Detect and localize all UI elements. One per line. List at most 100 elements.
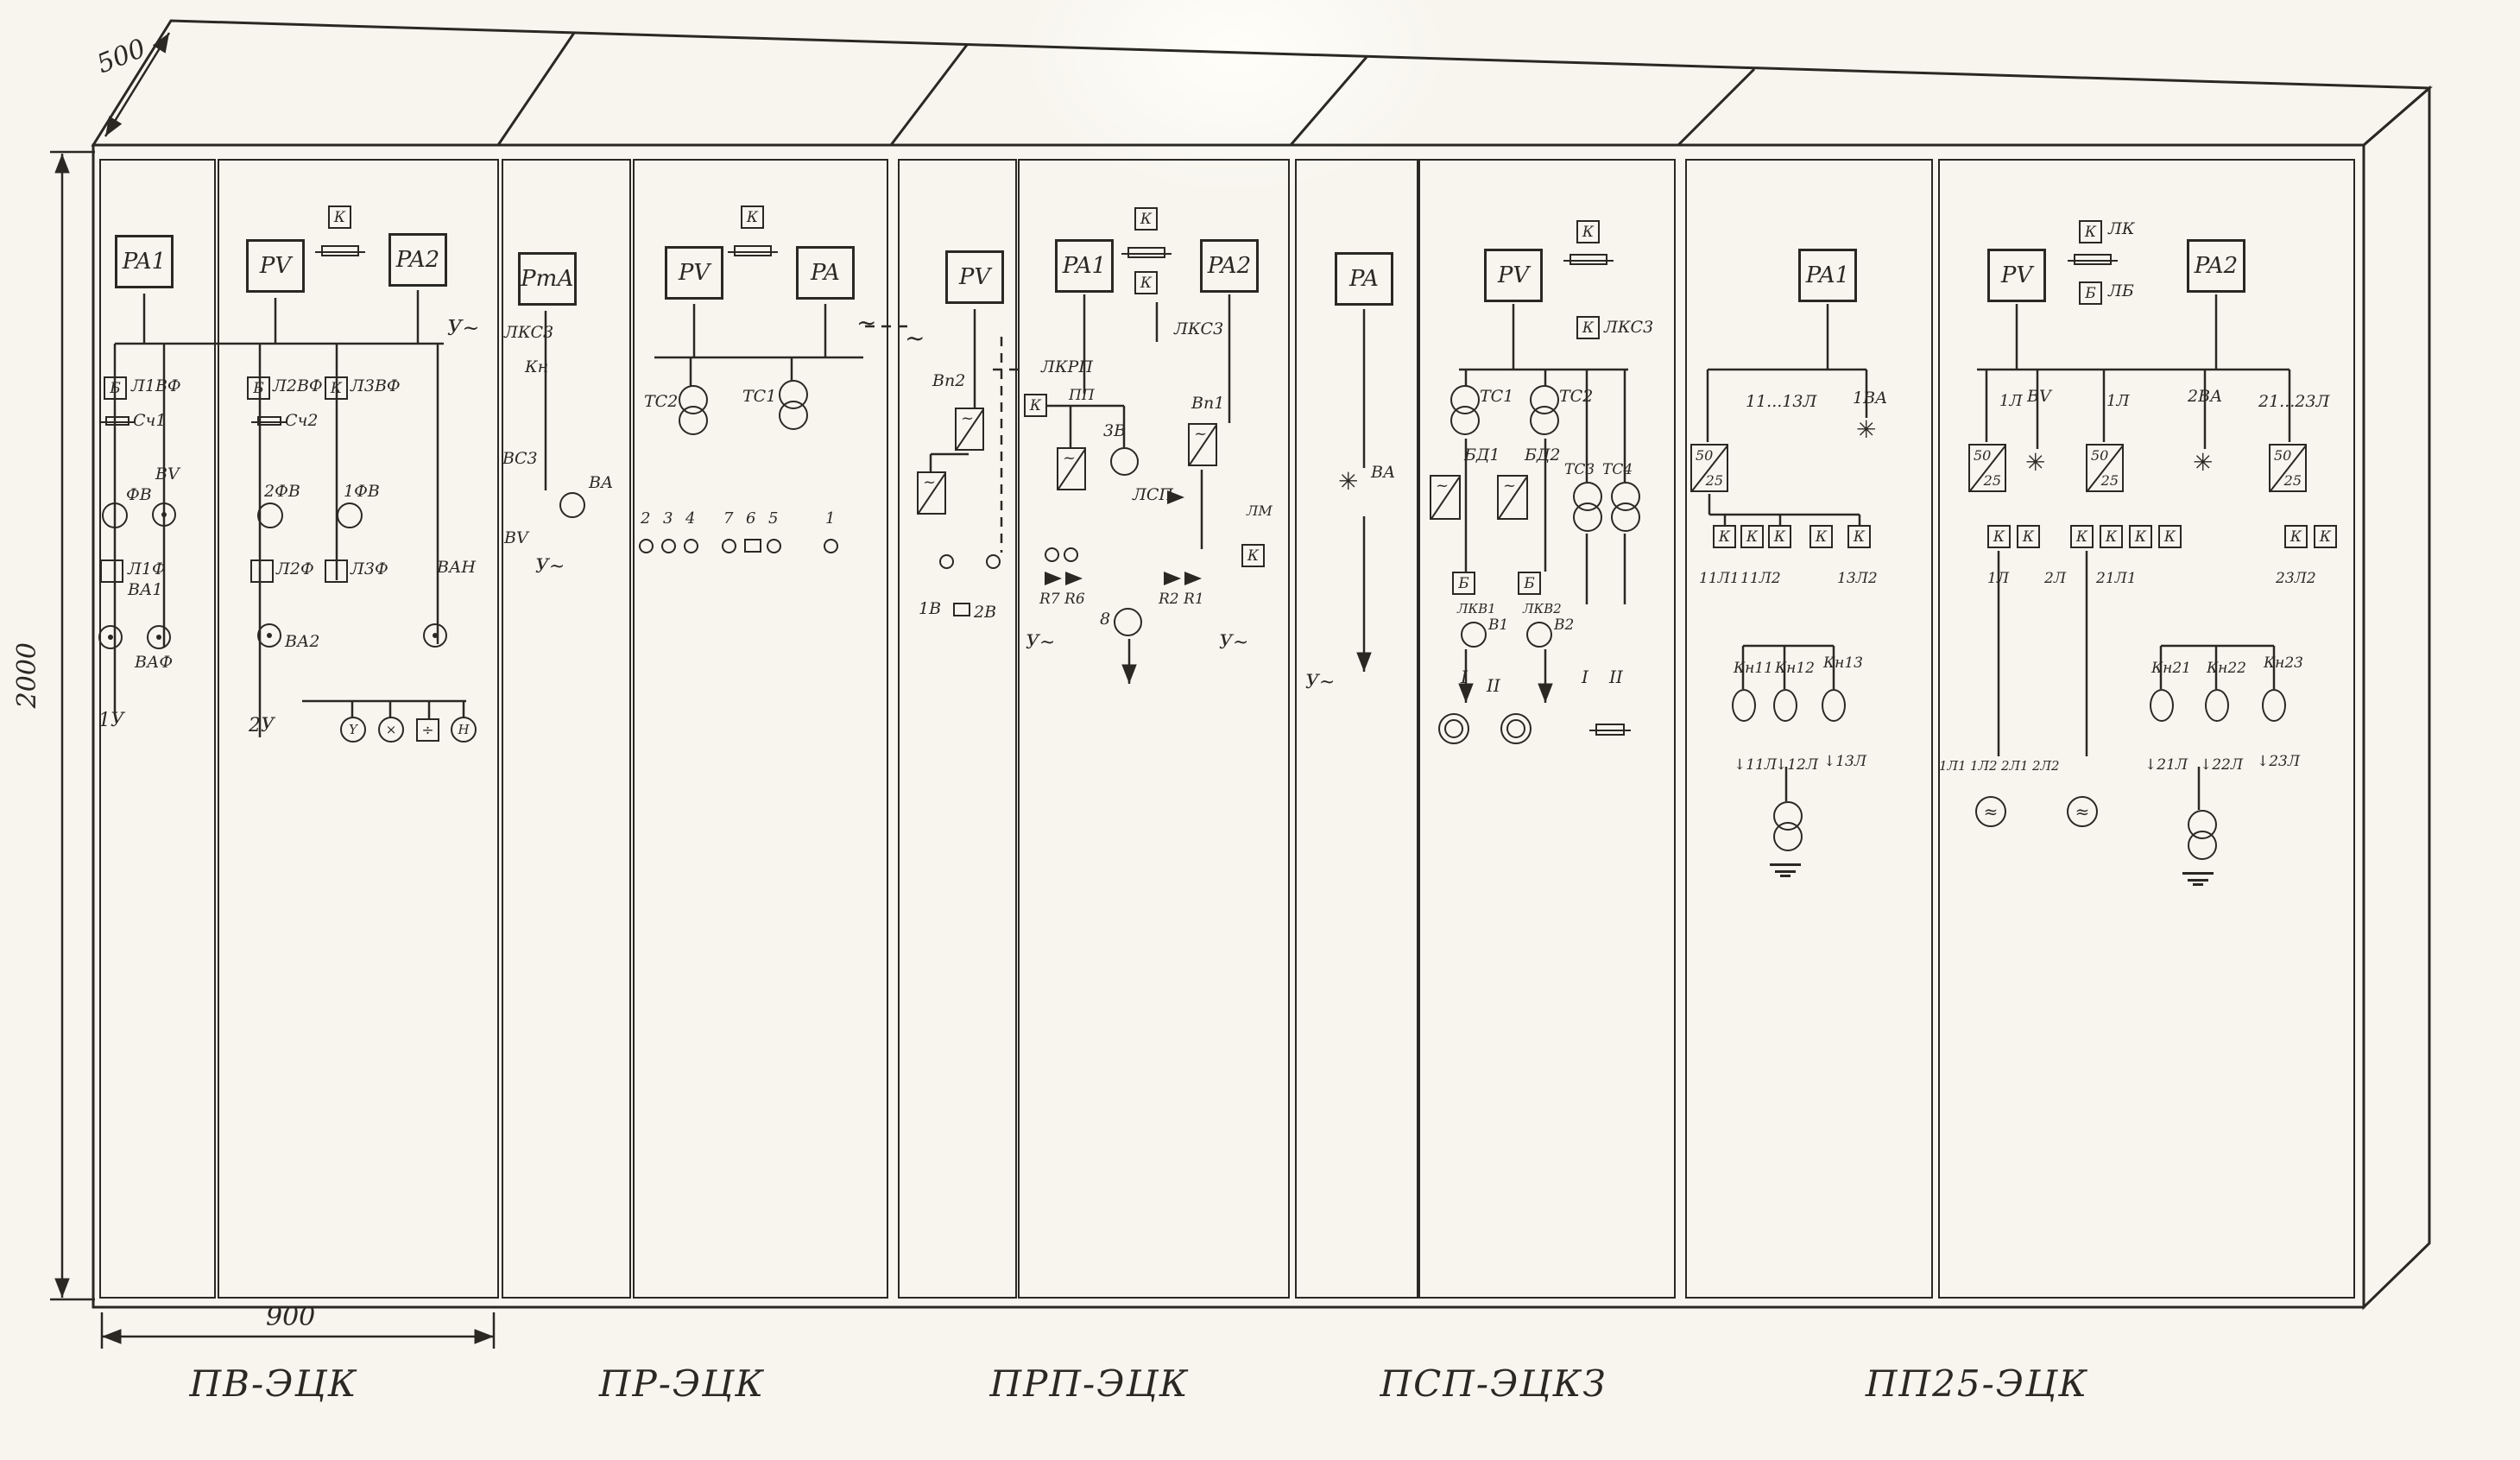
label: ТС1	[742, 387, 777, 406]
counter-label: Сч1	[133, 411, 167, 430]
relay-k: К	[741, 205, 764, 229]
label: II	[1487, 675, 1500, 696]
relay-k: К	[2100, 525, 2123, 548]
socket-8	[1114, 608, 1142, 636]
resistor-icon	[1164, 572, 1181, 585]
label: II	[1609, 667, 1623, 687]
resistor-label: R7 R6	[1039, 591, 1085, 608]
group-label-4: ПСП-ЭЦКЗ	[1380, 1362, 1607, 1405]
label: 3В	[1103, 421, 1127, 440]
transformer	[2186, 810, 2217, 860]
lamp: Н	[451, 717, 477, 743]
label: BV	[504, 528, 528, 547]
button-label: Кн	[525, 357, 549, 376]
resistor	[1589, 724, 1631, 736]
switch-box	[325, 559, 348, 583]
relay-k: К	[2284, 525, 2308, 548]
label: ↓22Л	[2200, 756, 2244, 774]
top-face-divider	[496, 32, 576, 146]
label: Л3ВФ	[351, 376, 401, 395]
relay-k: К	[1241, 544, 1265, 567]
cabinet-panel-10	[1938, 159, 2355, 1299]
label: ТС2	[1559, 387, 1594, 406]
label: ЛКВ2	[1523, 601, 1562, 616]
arrester-icon: ✳	[1338, 467, 1359, 496]
label-lkrp: ЛКРП	[1041, 357, 1093, 376]
supply-label: У~	[1219, 632, 1249, 654]
label-lks3: ЛКС3	[1174, 319, 1224, 338]
label: BV	[155, 465, 180, 484]
converter	[1057, 447, 1086, 490]
button-kn22: Кн22	[2207, 660, 2246, 677]
label: В2	[1554, 616, 1575, 634]
jack	[722, 539, 736, 553]
cabinet-panel-5	[898, 159, 1017, 1299]
jack	[1045, 547, 1059, 562]
label: 1ВА	[1853, 389, 1888, 408]
label: 2Л2	[2032, 758, 2060, 774]
ammeter-pa: PA	[796, 246, 855, 300]
relay-k: К	[1134, 271, 1158, 294]
ac-lamp: ≈	[2067, 796, 2098, 827]
label: ↓23Л	[2257, 753, 2301, 770]
arrester-icon: ✳	[2193, 448, 2214, 477]
cabinet-panel-6	[1018, 159, 1290, 1299]
ratio-top: 50	[2091, 447, 2109, 464]
switch-v2	[1526, 622, 1552, 648]
jack-box	[744, 539, 761, 553]
label-lks3: ЛКС3	[1604, 318, 1654, 337]
label: 2	[641, 509, 651, 528]
indicator	[1500, 713, 1532, 744]
label: 5	[768, 509, 779, 528]
button-lamp	[2262, 689, 2286, 722]
voltmeter-pv: PV	[1987, 249, 2046, 302]
rectifier: ÷	[416, 718, 439, 742]
block-b: Б	[247, 376, 270, 400]
relay-k: К	[328, 205, 351, 229]
button-kn23: Кн23	[2264, 654, 2303, 672]
dimension-width: 900	[266, 1302, 316, 1332]
fuse	[2068, 254, 2118, 265]
relay-k: К	[2158, 525, 2182, 548]
label: ЛКВ1	[1457, 601, 1496, 616]
converter-bd1	[1430, 475, 1461, 520]
label: ↓12Л	[1775, 756, 1819, 774]
label: 13Л2	[1837, 570, 1878, 587]
label: ↓13Л	[1823, 753, 1867, 770]
ammeter-pa2: PA2	[1200, 239, 1259, 293]
label: ЛСП	[1133, 485, 1173, 504]
jack	[684, 539, 698, 553]
label: ФВ	[126, 485, 152, 504]
label: 1Л2	[1970, 758, 1998, 774]
label: Л2Ф	[276, 559, 314, 578]
fuse	[99, 416, 136, 426]
ratio-bottom: 25	[2283, 472, 2302, 489]
feeder-label: 1У	[98, 710, 124, 731]
button-lamp	[1822, 689, 1846, 722]
relay-k: К	[1740, 525, 1764, 548]
relay-k: К	[1576, 220, 1600, 243]
label: ЛМ	[1247, 502, 1273, 519]
voltmeter-pv: PV	[246, 239, 305, 293]
ammeter-pa: PA	[1335, 252, 1393, 306]
label: 6	[746, 509, 756, 528]
lamps-range-label: 21...23Л	[2258, 392, 2330, 411]
switch-va	[559, 492, 585, 518]
cabinet-right-face	[2362, 85, 2431, 1311]
indicator	[1438, 713, 1469, 744]
resistor-icon	[1045, 572, 1062, 585]
relay-k: К	[1809, 525, 1833, 548]
ammeter-pa2: PA2	[388, 233, 447, 287]
ratio-bottom: 25	[1983, 472, 2001, 489]
resistor-label: R2 R1	[1159, 591, 1204, 608]
label: Л2ВФ	[273, 376, 323, 395]
label: 2ВА	[2188, 387, 2223, 406]
switch-v1	[1461, 622, 1487, 648]
group-label-3: ПРП-ЭЦК	[989, 1362, 1190, 1405]
bell: Y	[340, 717, 366, 743]
voltmeter-pv: PV	[945, 250, 1004, 304]
jack	[986, 554, 1001, 569]
transformer-tc4	[1609, 482, 1640, 532]
